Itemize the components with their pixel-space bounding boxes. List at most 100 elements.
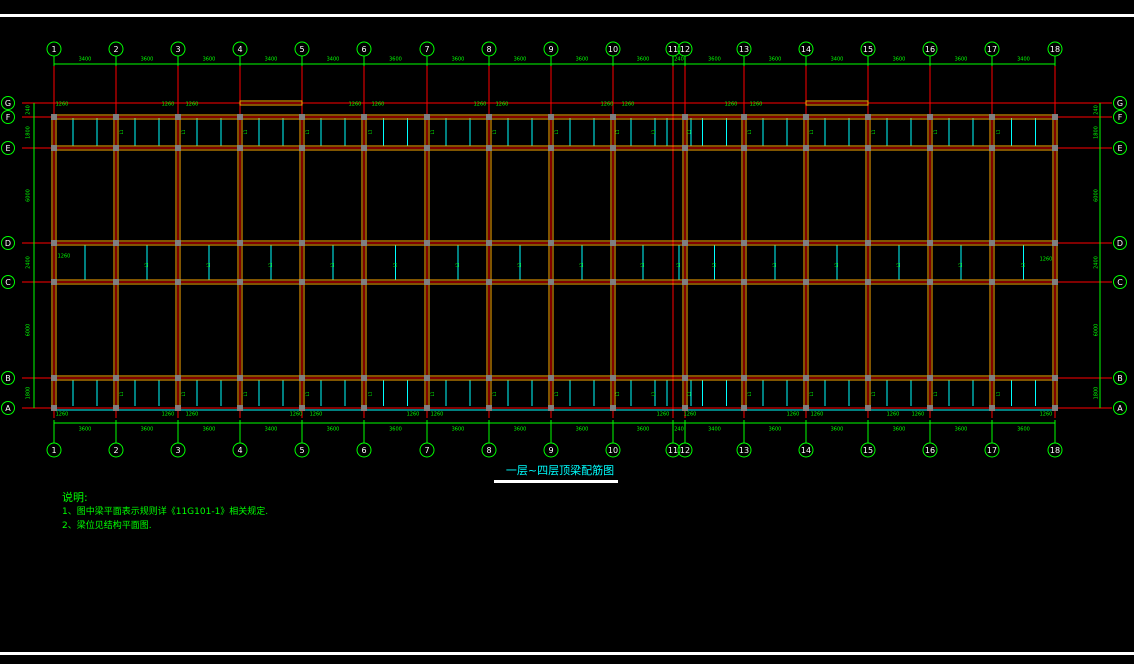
column-B-17 xyxy=(989,375,995,381)
column-C-2 xyxy=(113,279,119,285)
column-A-12 xyxy=(682,405,688,411)
column-B-9 xyxy=(548,375,554,381)
beam-dim-label-top: 1260 xyxy=(349,102,362,108)
beam-tag: L1 xyxy=(651,129,656,134)
axis-bubble-label-top-4: 4 xyxy=(237,45,242,54)
beam-tag: L1 xyxy=(554,129,559,134)
axis-bubble-bottom-13 xyxy=(736,442,752,458)
sheet-border-top xyxy=(0,14,1134,17)
axis-bubble-label-top-7: 7 xyxy=(424,45,429,54)
dim-label-bottom: 3600 xyxy=(79,427,92,433)
column-E-14 xyxy=(803,145,809,151)
axis-bubble-label-bottom-12: 12 xyxy=(680,446,690,455)
beam-dim-label-top: 1260 xyxy=(750,102,763,108)
beam-dim-label-top: 1260 xyxy=(186,102,199,108)
beam-tag: L1 xyxy=(243,129,248,134)
beam-dim-label-bottom: 1260 xyxy=(162,412,175,418)
beam-dim-label-right: 1260 xyxy=(1040,257,1053,263)
column-D-8 xyxy=(486,240,492,246)
beam-tag: L1 xyxy=(834,262,839,267)
axis-bubble-label-top-17: 17 xyxy=(987,45,997,54)
axis-bubble-left-F xyxy=(1,110,15,124)
column-D-4 xyxy=(237,240,243,246)
column-A-10 xyxy=(610,405,616,411)
axis-bubble-top-2 xyxy=(108,41,124,57)
beam-tag: L1 xyxy=(996,391,1001,396)
column-C-12 xyxy=(682,279,688,285)
column-A-15 xyxy=(865,405,871,411)
column-A-6 xyxy=(361,405,367,411)
axis-bubble-top-5 xyxy=(294,41,310,57)
column-C-3 xyxy=(175,279,181,285)
beam-tag: L1 xyxy=(305,129,310,134)
beam-tag: L1 xyxy=(871,391,876,396)
dim-label-bottom: 3600 xyxy=(637,427,650,433)
column-B-3 xyxy=(175,375,181,381)
dim-label-right: 1800 xyxy=(1094,387,1100,400)
beam-dim-label-top: 1260 xyxy=(622,102,635,108)
column-F-3 xyxy=(175,114,181,120)
dim-label-top: 3600 xyxy=(389,57,402,63)
column-A-4 xyxy=(237,405,243,411)
axis-bubble-bottom-12 xyxy=(677,442,693,458)
beam-tag: L1 xyxy=(579,262,584,267)
axis-bubble-label-top-11: 11 xyxy=(668,45,678,54)
column-C-17 xyxy=(989,279,995,285)
axis-bubble-label-top-15: 15 xyxy=(863,45,873,54)
axis-bubble-label-bottom-15: 15 xyxy=(863,446,873,455)
column-F-5 xyxy=(299,114,305,120)
axis-bubble-label-bottom-8: 8 xyxy=(486,446,491,455)
axis-bubble-label-top-2: 2 xyxy=(113,45,118,54)
beam-tag: L1 xyxy=(243,391,248,396)
axis-bubble-label-right-A: A xyxy=(1117,404,1123,413)
beam-tag: L1 xyxy=(181,129,186,134)
dim-label-bottom: 3400 xyxy=(265,427,278,433)
dim-label-left: 6000 xyxy=(26,324,32,337)
column-C-10 xyxy=(610,279,616,285)
dim-label-top: 3600 xyxy=(141,57,154,63)
axis-bubble-label-right-G: G xyxy=(1117,99,1123,108)
axis-bubble-top-16 xyxy=(922,41,938,57)
column-E-13 xyxy=(741,145,747,151)
axis-bubble-label-top-1: 1 xyxy=(51,45,56,54)
beam-tag: L1 xyxy=(492,129,497,134)
column-A-14 xyxy=(803,405,809,411)
column-D-1 xyxy=(51,240,57,246)
dim-label-left: 6000 xyxy=(26,189,32,202)
beam-tag: L1 xyxy=(455,262,460,267)
beam-tag: L1 xyxy=(809,129,814,134)
column-D-18 xyxy=(1052,240,1058,246)
axis-bubble-top-12 xyxy=(677,41,693,57)
column-D-2 xyxy=(113,240,119,246)
column-E-1 xyxy=(51,145,57,151)
axis-bubble-left-A xyxy=(1,401,15,415)
axis-bubble-label-bottom-18: 18 xyxy=(1050,446,1060,455)
axis-bubble-top-4 xyxy=(232,41,248,57)
axis-bubble-label-top-12: 12 xyxy=(680,45,690,54)
axis-bubble-top-18 xyxy=(1047,41,1063,57)
beam-tag: L1 xyxy=(809,391,814,396)
beam-dim-label-bottom: 1260 xyxy=(887,412,900,418)
column-B-14 xyxy=(803,375,809,381)
dim-label-bottom: 3600 xyxy=(955,427,968,433)
axis-bubble-label-top-10: 10 xyxy=(608,45,618,54)
column-F-17 xyxy=(989,114,995,120)
dim-label-top: 3400 xyxy=(831,57,844,63)
axis-bubble-top-7 xyxy=(419,41,435,57)
dim-label-right: 240 xyxy=(1094,105,1100,115)
column-F-7 xyxy=(424,114,430,120)
column-F-15 xyxy=(865,114,871,120)
column-E-10 xyxy=(610,145,616,151)
column-C-4 xyxy=(237,279,243,285)
column-A-17 xyxy=(989,405,995,411)
axis-bubble-label-bottom-3: 3 xyxy=(175,446,180,455)
beam-dim-label-bottom: 1260 xyxy=(811,412,824,418)
note-line-1: 1、图中梁平面表示规则详《11G101-1》相关规定. xyxy=(62,507,269,517)
dim-label-left: 2400 xyxy=(26,256,32,269)
axis-bubble-label-left-C: C xyxy=(5,278,11,287)
axis-bubble-label-top-3: 3 xyxy=(175,45,180,54)
axis-bubble-top-13 xyxy=(736,41,752,57)
beam-dim-label-bottom: 1260 xyxy=(1040,412,1053,418)
column-E-5 xyxy=(299,145,305,151)
